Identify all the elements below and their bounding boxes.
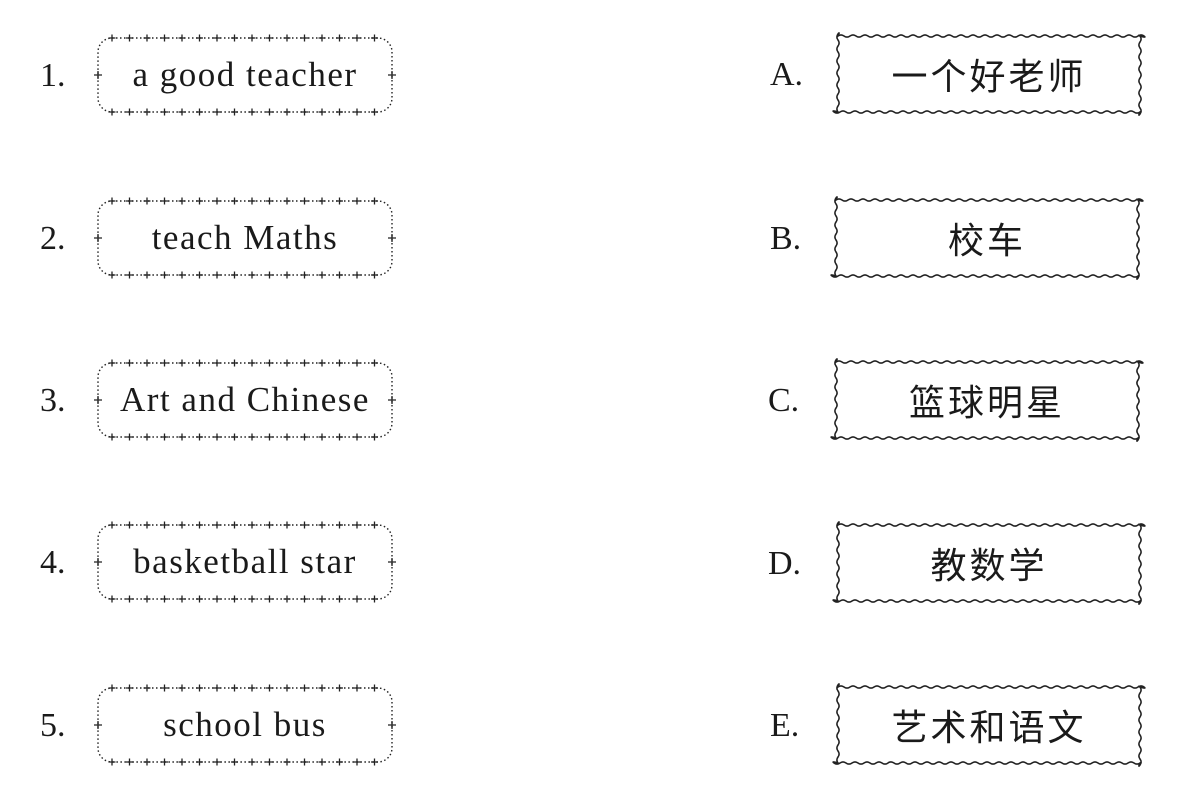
chinese-phrase-box[interactable]: 校车 <box>828 192 1146 284</box>
item-letter: E. <box>770 707 800 744</box>
right-item-a: A. 一个好老师 <box>760 28 1160 118</box>
right-item-e: E. 艺术和语文 <box>760 679 1160 769</box>
chinese-phrase: 艺术和语文 <box>891 708 1087 749</box>
item-letter: C. <box>768 382 800 419</box>
english-phrase: basketball star <box>133 542 357 581</box>
left-item-2: 2. teach Maths <box>0 193 420 283</box>
chinese-phrase-box[interactable]: 篮球明星 <box>828 354 1146 446</box>
wavy-border <box>832 32 1146 116</box>
left-item-3: 3. Art and Chinese <box>0 355 420 445</box>
english-phrase-box[interactable]: school bus <box>90 680 400 770</box>
english-phrase: a good teacher <box>132 55 358 94</box>
dotted-star-border <box>94 34 396 116</box>
item-number: 2. <box>40 220 66 257</box>
english-phrase: school bus <box>163 705 327 744</box>
left-item-1: 1. a good teacher <box>0 30 420 120</box>
item-letter: A. <box>770 56 804 93</box>
right-item-c: C. 篮球明星 <box>760 354 1160 444</box>
item-number: 4. <box>40 544 66 581</box>
wavy-border <box>830 358 1144 442</box>
right-item-d: D. 教数学 <box>760 517 1160 607</box>
english-phrase-box[interactable]: a good teacher <box>90 30 400 120</box>
dotted-star-border <box>94 359 396 441</box>
chinese-phrase: 教数学 <box>930 546 1048 587</box>
english-phrase-box[interactable]: Art and Chinese <box>90 355 400 445</box>
left-item-4: 4. basketball star <box>0 517 420 607</box>
english-phrase: teach Maths <box>151 218 339 257</box>
chinese-phrase-box[interactable]: 一个好老师 <box>830 28 1148 120</box>
item-number: 5. <box>40 707 66 744</box>
wavy-border <box>832 521 1146 605</box>
english-phrase-box[interactable]: basketball star <box>90 517 400 607</box>
dotted-star-border <box>94 197 396 279</box>
wavy-border <box>832 683 1146 767</box>
item-number: 3. <box>40 382 66 419</box>
dotted-star-border <box>94 684 396 766</box>
chinese-phrase-box[interactable]: 教数学 <box>830 517 1148 609</box>
item-letter: D. <box>768 545 802 582</box>
wavy-border <box>830 196 1144 280</box>
left-item-5: 5. school bus <box>0 680 420 770</box>
item-letter: B. <box>770 220 802 257</box>
right-item-b: B. 校车 <box>760 192 1160 282</box>
english-phrase-box[interactable]: teach Maths <box>90 193 400 283</box>
chinese-phrase: 校车 <box>947 221 1026 262</box>
chinese-phrase-box[interactable]: 艺术和语文 <box>830 679 1148 771</box>
english-phrase: Art and Chinese <box>120 380 370 419</box>
chinese-phrase: 一个好老师 <box>891 57 1087 98</box>
chinese-phrase: 篮球明星 <box>908 383 1065 424</box>
item-number: 1. <box>40 57 66 94</box>
dotted-star-border <box>94 521 396 603</box>
